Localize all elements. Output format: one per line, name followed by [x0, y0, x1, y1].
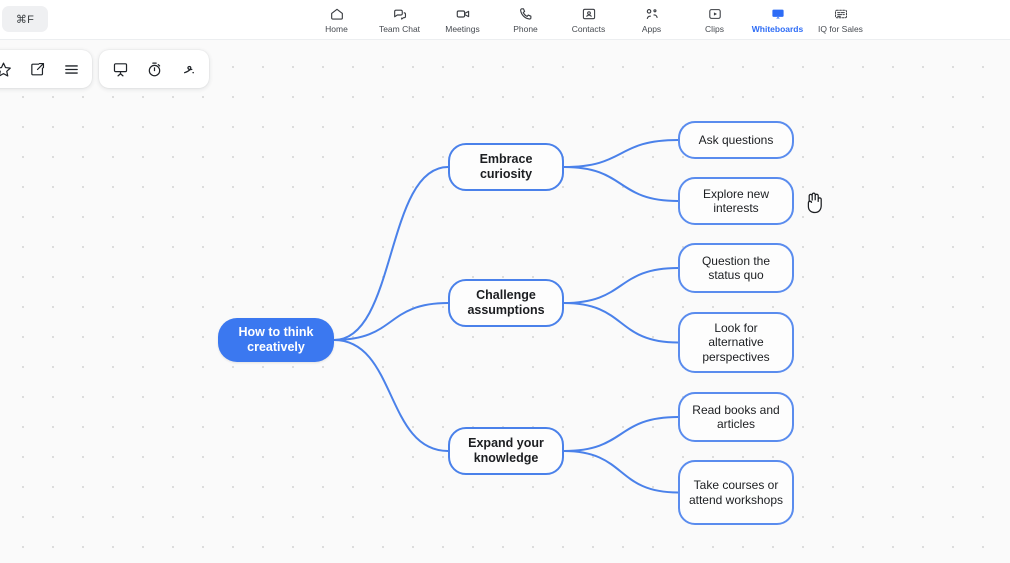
mindmap-leaf-node[interactable]: Question the status quo [678, 243, 794, 293]
node-label: How to think creatively [238, 325, 314, 354]
nav-item-phone[interactable]: Phone [494, 0, 557, 40]
node-label: Read books and articles [692, 402, 780, 432]
clips-play-icon [707, 5, 723, 22]
nav-item-contacts[interactable]: Contacts [557, 0, 620, 40]
mindmap-edge [333, 339, 449, 452]
nav-item-label: Apps [641, 24, 662, 34]
mindmap-branch-node[interactable]: Embrace curiosity [448, 143, 564, 191]
node-label: Question the status quo [701, 253, 771, 283]
mindmap-leaf-node[interactable]: Look for alternative perspectives [678, 312, 794, 373]
whiteboard-canvas[interactable]: How to think creatively Embrace curiosity… [0, 40, 1010, 563]
node-label: Explore new interests [702, 186, 770, 216]
search-shortcut-badge[interactable]: ⌘F [2, 6, 48, 32]
nav-item-label: Meetings [445, 24, 480, 34]
contact-card-icon [581, 5, 597, 22]
nav-item-iq-for-sales[interactable]: IQ for Sales [809, 0, 872, 40]
stopwatch-timer-button[interactable] [144, 59, 164, 79]
mindmap-edge [333, 166, 449, 341]
nav-item-meetings[interactable]: Meetings [431, 0, 494, 40]
mindmap-edge [563, 302, 679, 344]
nav-item-list: Home Team Chat Meetings Phone Contacts Apps Cl… [305, 0, 872, 40]
phone-icon [518, 5, 534, 22]
mindmap-edge [563, 267, 679, 304]
toolbar-group-primary [0, 50, 92, 88]
mindmap-edge [563, 139, 679, 168]
node-label: Ask questions [698, 132, 774, 147]
nav-item-home[interactable]: Home [305, 0, 368, 40]
nav-item-apps[interactable]: Apps [620, 0, 683, 40]
chat-bubbles-icon [392, 5, 408, 22]
nav-item-label: Whiteboards [751, 24, 804, 34]
top-navigation-bar: ⌘F Home Team Chat Meetings Phone Contacts App… [0, 0, 1010, 40]
whiteboard-icon [770, 5, 786, 22]
nav-item-label: Clips [705, 24, 724, 34]
nav-item-label: IQ for Sales [818, 24, 863, 34]
mindmap-connectors [333, 139, 679, 494]
mindmap-edge [563, 166, 679, 202]
mindmap-edge [563, 416, 679, 452]
nav-item-label: Team Chat [378, 24, 421, 34]
nav-item-label: Home [325, 24, 348, 34]
toolbar-group-presentation [99, 50, 209, 88]
laser-pointer-button[interactable] [178, 59, 198, 79]
mindmap-edge [333, 302, 449, 341]
node-label: Look for alternative perspectives [702, 320, 770, 364]
nav-item-team-chat[interactable]: Team Chat [368, 0, 431, 40]
video-camera-icon [455, 5, 471, 22]
mindmap-leaf-node[interactable]: Explore new interests [678, 177, 794, 225]
mindmap: How to think creatively Embrace curiosity… [0, 40, 1010, 563]
share-export-button[interactable] [27, 59, 47, 79]
mindmap-branch-node[interactable]: Challenge assumptions [448, 279, 564, 327]
apps-icon [644, 5, 660, 22]
nav-item-clips[interactable]: Clips [683, 0, 746, 40]
home-icon [329, 5, 345, 22]
nav-item-label: Phone [513, 24, 538, 34]
node-label: Take courses or attend workshops [688, 478, 784, 507]
whiteboard-toolbar [0, 50, 209, 88]
mindmap-edge [563, 450, 679, 494]
node-label: Expand your knowledge [468, 436, 544, 465]
presentation-screen-button[interactable] [110, 59, 130, 79]
mindmap-branch-node[interactable]: Expand your knowledge [448, 427, 564, 475]
node-label: Challenge assumptions [467, 288, 545, 317]
node-label: Embrace curiosity [479, 152, 533, 181]
favorite-star-button[interactable] [0, 59, 13, 79]
mindmap-leaf-node[interactable]: Take courses or attend workshops [678, 460, 794, 525]
mindmap-leaf-node[interactable]: Read books and articles [678, 392, 794, 442]
mindmap-root-node[interactable]: How to think creatively [218, 318, 334, 362]
iq-sales-icon [833, 5, 849, 22]
hamburger-menu-button[interactable] [61, 59, 81, 79]
nav-item-whiteboards[interactable]: Whiteboards [746, 0, 809, 40]
mindmap-leaf-node[interactable]: Ask questions [678, 121, 794, 159]
nav-item-label: Contacts [571, 24, 606, 34]
